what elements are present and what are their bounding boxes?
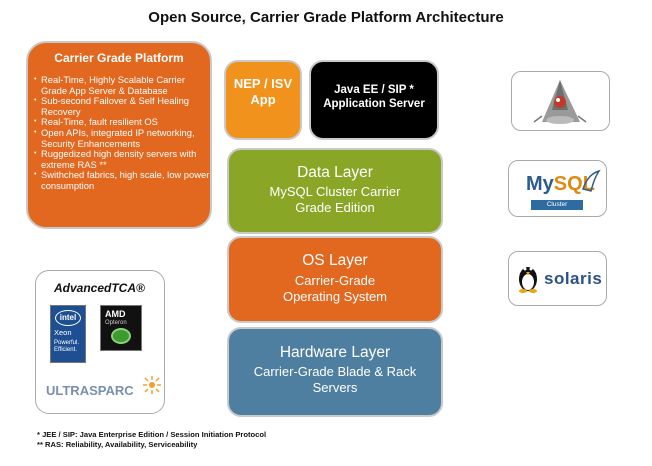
intel-xeon-logo: intel Xeon Powerful. Efficient. xyxy=(50,305,86,363)
xeon-text: Xeon xyxy=(54,328,72,337)
java-ee-sip-box: Java EE / SIP * Application Server xyxy=(309,60,439,140)
carrier-grade-platform-box: Carrier Grade Platform Real-Time, Highly… xyxy=(26,41,212,229)
java-logo-box xyxy=(511,71,610,131)
footnote-jee-sip: * JEE / SIP: Java Enterprise Edition / S… xyxy=(37,430,267,439)
amd-opteron-logo: AMD Opteron xyxy=(100,305,142,351)
data-layer-subtitle: MySQL Cluster Carrier Grade Edition xyxy=(269,184,401,215)
amd-ring-icon xyxy=(111,328,131,344)
carrier-grade-item: Sub-second Failover & Self Healing Recov… xyxy=(34,95,210,117)
data-layer-title: Data Layer xyxy=(297,164,373,181)
nep-isv-app-box: NEP / ISV App xyxy=(224,60,302,140)
intel-tagline: Powerful. Efficient. xyxy=(54,340,80,353)
opteron-text: Opteron xyxy=(105,320,127,326)
carrier-grade-item: Swithched fabrics, high scale, low power… xyxy=(34,169,210,191)
hardware-layer-subtitle: Carrier-Grade Blade & Rack Servers xyxy=(253,364,417,395)
carrier-grade-item: Real-Time, fault resilient OS xyxy=(34,117,210,128)
solaris-logo-box: solaris xyxy=(508,251,607,306)
solaris-logo-text: solaris xyxy=(544,269,603,288)
tux-penguin-icon xyxy=(519,267,537,293)
java-ee-sip-label: Java EE / SIP * Application Server xyxy=(323,84,425,110)
hardware-layer-box: Hardware Layer Carrier-Grade Blade & Rac… xyxy=(227,327,443,417)
carrier-grade-item: Ruggedized high density servers with ext… xyxy=(34,148,210,170)
data-layer-box: Data Layer MySQL Cluster Carrier Grade E… xyxy=(227,148,443,234)
advancedtca-logo: AdvancedTCA® xyxy=(54,281,145,295)
mysql-logo-box: MySQL Cluster xyxy=(508,160,607,217)
mysql-cluster-tag: Cluster xyxy=(531,200,583,210)
sun-burst-icon xyxy=(143,376,161,394)
nep-isv-app-label: NEP / ISV App xyxy=(233,76,293,107)
os-layer-title: OS Layer xyxy=(302,252,368,269)
amd-text: AMD xyxy=(105,309,126,319)
carrier-grade-item: Open APIs, integrated IP networking, Sec… xyxy=(34,127,210,149)
dolphin-icon xyxy=(582,169,601,192)
mysql-logo-my: My xyxy=(526,173,554,195)
carrier-grade-item: Real-Time, Highly Scalable Carrier Grade… xyxy=(34,74,210,96)
os-layer-subtitle: Carrier-Grade Operating System xyxy=(282,273,387,304)
footnotes: * JEE / SIP: Java Enterprise Edition / S… xyxy=(37,430,266,449)
carrier-grade-title: Carrier Grade Platform xyxy=(54,51,184,65)
intel-logo-text: intel xyxy=(55,310,81,326)
ultrasparc-logo: ULTRASPARC xyxy=(46,383,134,398)
page-title: Open Source, Carrier Grade Platform Arch… xyxy=(148,9,504,26)
hardware-logos-box: AdvancedTCA® intel Xeon Powerful. Effici… xyxy=(35,270,165,414)
os-layer-box: OS Layer Carrier-Grade Operating System xyxy=(227,236,443,323)
footnote-ras: ** RAS: Reliability, Availability, Servi… xyxy=(37,439,198,449)
hardware-layer-title: Hardware Layer xyxy=(279,344,391,361)
carrier-grade-list: Real-Time, Highly Scalable Carrier Grade… xyxy=(34,74,210,192)
java-mascot-icon xyxy=(533,80,587,124)
